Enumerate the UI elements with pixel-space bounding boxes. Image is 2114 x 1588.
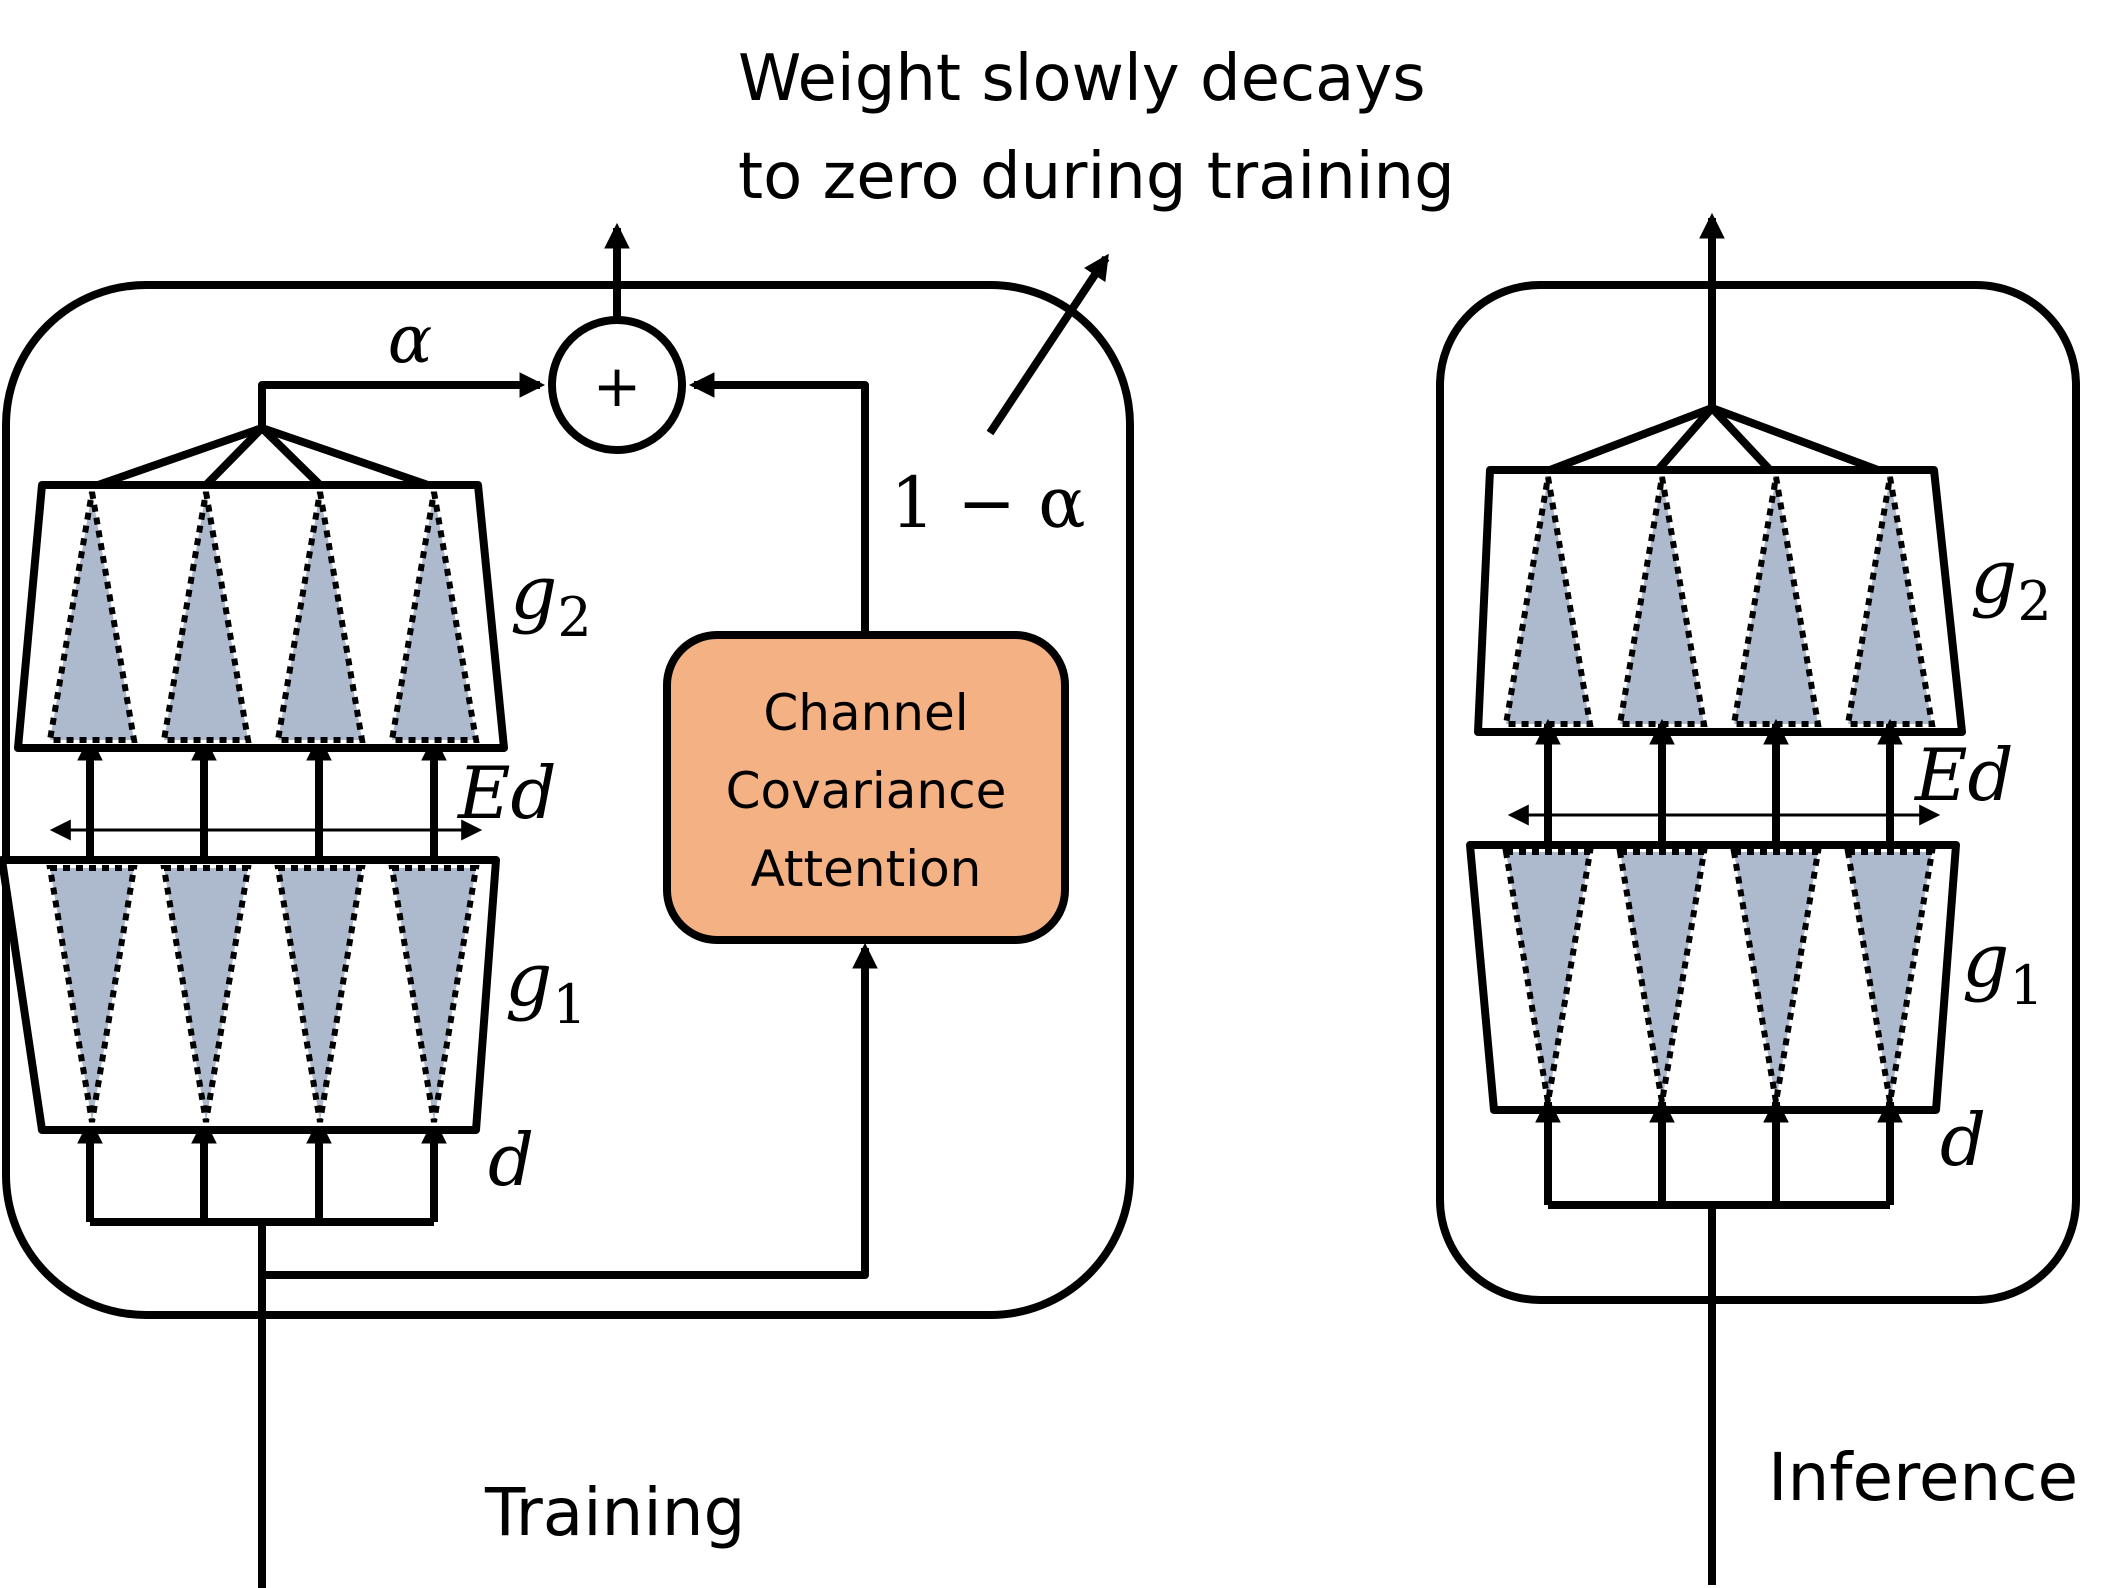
inference-g2-label: g2 bbox=[1970, 534, 2052, 633]
training-caption: Training bbox=[484, 1474, 745, 1551]
inference-block: g2 Ed g1 d Inf bbox=[1436, 212, 2080, 1585]
training-input-arrows bbox=[77, 1117, 447, 1222]
inference-g2-experts bbox=[1502, 476, 1936, 727]
training-block: + α 1 − α Channel Covariance Attention d bbox=[0, 222, 1134, 1588]
annotation-line-2: to zero during training bbox=[738, 140, 1455, 214]
training-ed-label: Ed bbox=[456, 751, 557, 835]
sum-node bbox=[548, 316, 686, 454]
training-g2-block bbox=[14, 481, 508, 752]
annotation-line-1: Weight slowly decays bbox=[738, 42, 1426, 116]
cca-line-1: Channel bbox=[763, 684, 968, 742]
cca-rect bbox=[663, 631, 1069, 944]
training-d-label: d bbox=[488, 1118, 534, 1202]
inference-combiner bbox=[1548, 404, 1880, 474]
inference-g1-experts bbox=[1502, 849, 1936, 1103]
training-g2-label: g2 bbox=[510, 550, 592, 649]
training-g2-experts bbox=[46, 491, 480, 743]
training-g1-label: g1 bbox=[505, 937, 587, 1036]
inference-frame bbox=[1436, 281, 2080, 1304]
inference-input-arrows bbox=[1535, 1096, 1903, 1205]
training-inter-arrows bbox=[77, 734, 447, 860]
cca-input-path bbox=[262, 942, 878, 1279]
inference-d-label: d bbox=[1940, 1098, 1986, 1182]
cca-line-2: Covariance bbox=[726, 762, 1007, 820]
inference-g1-label: g1 bbox=[1962, 918, 2044, 1017]
inference-inter-arrows bbox=[1535, 718, 1903, 845]
training-frame bbox=[2, 281, 1134, 1319]
one-minus-alpha-path bbox=[688, 372, 869, 633]
cca-line-3: Attention bbox=[751, 840, 982, 898]
one-minus-alpha-label: 1 − α bbox=[891, 462, 1086, 544]
alpha-label: α bbox=[388, 301, 433, 378]
alpha-path bbox=[258, 372, 546, 428]
inference-g2-block bbox=[1474, 466, 1966, 736]
inference-caption: Inference bbox=[1768, 1439, 2078, 1516]
inference-g1-block bbox=[1466, 841, 1960, 1114]
sum-plus: + bbox=[593, 352, 642, 420]
training-combiner bbox=[96, 424, 430, 489]
training-g1-experts bbox=[46, 865, 480, 1123]
channel-covariance-attention-box: Channel Covariance Attention bbox=[663, 631, 1069, 944]
decay-arrow bbox=[986, 253, 1110, 436]
inference-ed-label: Ed bbox=[1913, 733, 2014, 817]
